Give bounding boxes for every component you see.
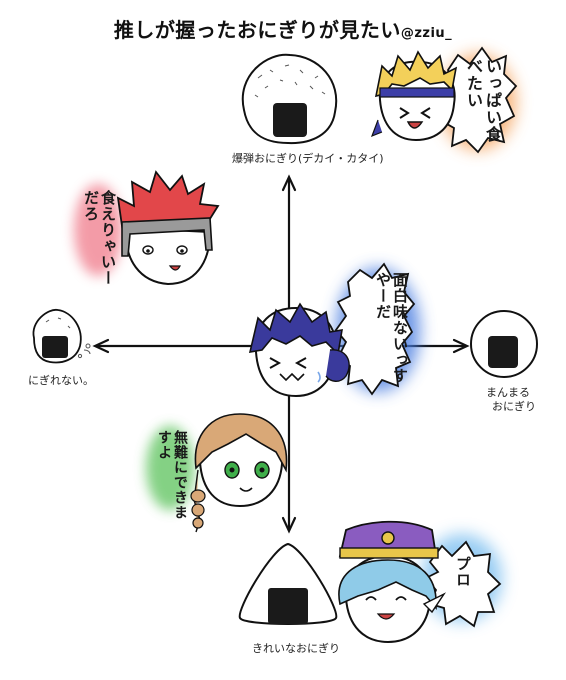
- bubble-blue: [334, 262, 420, 396]
- axis-label-right-line1: まんまる: [486, 386, 530, 399]
- character-red-spiky: [116, 170, 220, 286]
- bubble-orange: [438, 46, 518, 154]
- onigiri-messy-icon: [32, 309, 91, 364]
- axis-label-left: にぎれない。: [28, 374, 94, 387]
- character-blue-hair-hat: [338, 520, 447, 644]
- axis-label-right-line2: おにぎり: [492, 400, 536, 413]
- author-handle: @zziu_: [400, 26, 453, 41]
- bubble-text-top-left: 食えりゃいーだろ: [82, 190, 117, 286]
- bubble-pink: [74, 184, 122, 276]
- character-blond-headband: [370, 50, 458, 142]
- bubble-light-blue: [422, 534, 502, 628]
- onigiri-bomb-icon: [241, 53, 338, 145]
- axis-label-top: 爆弾おにぎり(デカイ・カタイ): [232, 152, 384, 165]
- title-text: 推しが握ったおにぎりが見たい: [113, 18, 401, 42]
- x-axis-arrow-left: [92, 338, 110, 354]
- character-navy-hair: [248, 302, 350, 398]
- bubble-text-bottom-left: 無難にできますよ: [156, 430, 188, 520]
- bubble-text-center: 面白味ないっすやーだ: [374, 272, 409, 384]
- onigiri-neat-icon: [238, 542, 338, 625]
- onigiri-round-icon: [470, 310, 538, 378]
- y-axis-arrow-bottom: [281, 516, 297, 534]
- page-title: 推しが握ったおにぎりが見たい@zziu_: [0, 14, 566, 43]
- bubble-green: [146, 426, 194, 510]
- bubble-text-top-right: いっぱい食べたい: [464, 58, 502, 143]
- y-axis-arrow-top: [281, 174, 297, 192]
- axis-label-bottom: きれいなおにぎり: [252, 642, 340, 655]
- bubble-text-bottom-right: プロ: [454, 556, 472, 588]
- character-light-brown-braid: [190, 413, 288, 533]
- x-axis-arrow-right: [452, 338, 470, 354]
